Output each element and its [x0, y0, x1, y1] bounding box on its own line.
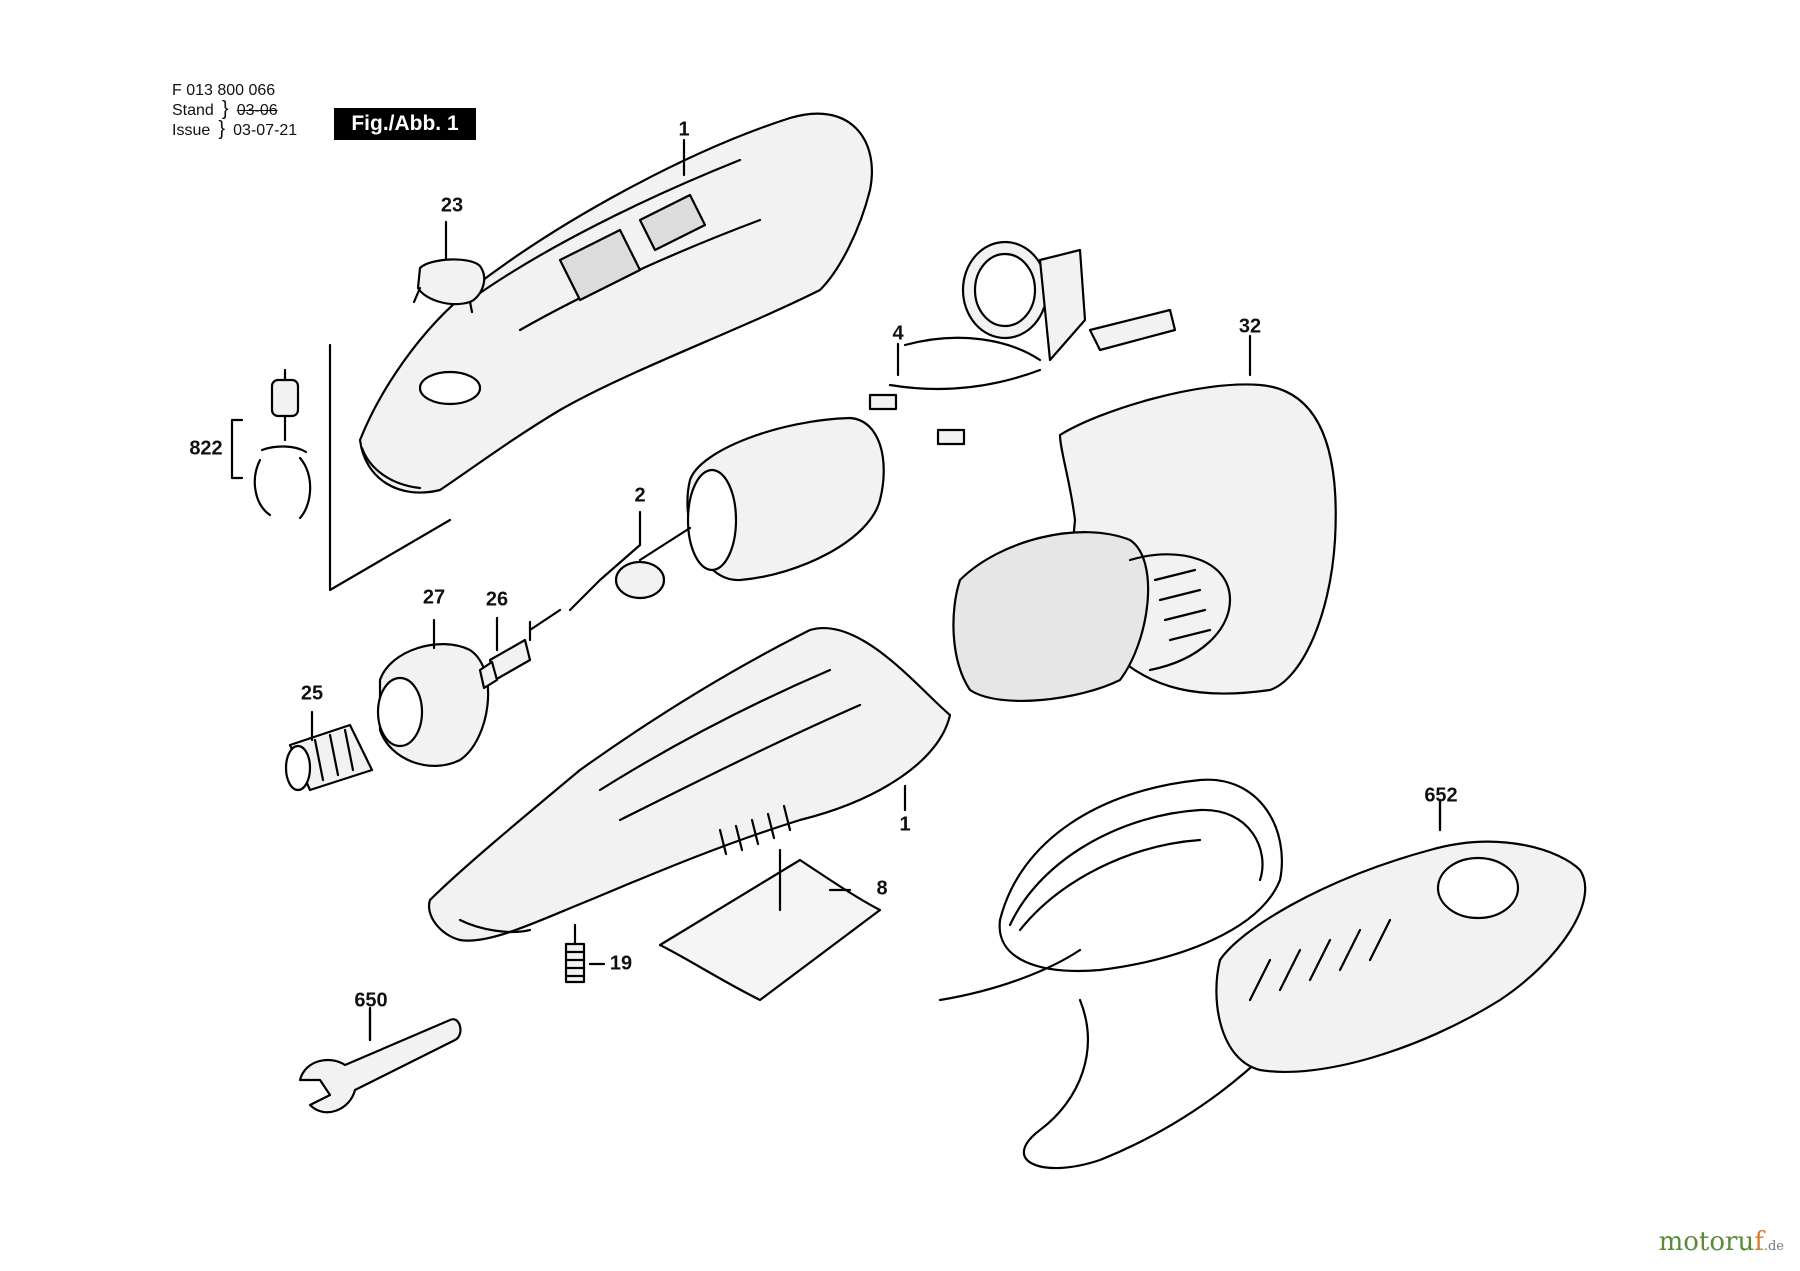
label-charger: 652: [1424, 784, 1458, 807]
stand-row: Stand } 03-06: [172, 98, 297, 120]
lock-set-part: [230, 343, 452, 592]
watermark-logo: motoruf.de: [1658, 1227, 1784, 1257]
label-label-sheet: 8: [876, 877, 888, 900]
lower-housing-part: [427, 627, 952, 942]
label-battery: 32: [1238, 315, 1262, 338]
charger-part: [938, 778, 1587, 1170]
label-sheet-part: [658, 848, 882, 1002]
wrench-part: [298, 1008, 462, 1114]
cap-part: [412, 258, 486, 314]
motor-part: [528, 416, 885, 642]
wiring-switch-part: [868, 240, 1177, 446]
screw-part: [564, 923, 606, 984]
shaft-lock-part: [284, 723, 374, 792]
label-wiring: 4: [892, 322, 904, 345]
label-housing-bottom: 1: [899, 813, 911, 836]
label-housing-top: 1: [678, 118, 690, 141]
label-collet: 26: [485, 588, 509, 611]
stand-label: Stand: [172, 102, 214, 119]
battery-part: [952, 383, 1337, 703]
issue-label: Issue: [172, 122, 211, 139]
collet-part: [478, 638, 532, 690]
label-screw: 19: [609, 952, 633, 975]
label-nut: 27: [422, 586, 446, 609]
stand-value: 03-06: [236, 102, 278, 119]
label-shaft-lock: 25: [300, 682, 324, 705]
label-lock-set: 822: [189, 437, 223, 460]
issue-value: 03-07-21: [233, 122, 298, 139]
label-motor: 2: [634, 484, 646, 507]
brace-icon: }: [221, 98, 229, 120]
label-wrench: 650: [354, 989, 388, 1012]
figure-label: Fig./Abb. 1: [334, 108, 476, 140]
brace-icon: }: [218, 118, 226, 140]
leader-lines: [310, 138, 1442, 1042]
label-cap: 23: [440, 194, 464, 217]
issue-row: Issue } 03-07-21: [172, 118, 298, 140]
upper-housing-part: [358, 112, 873, 494]
part-number: F 013 800 066: [172, 82, 276, 99]
document-header: F 013 800 066 Stand } 03-06 Issue } 03-0…: [172, 82, 297, 140]
nut-part: [376, 643, 490, 767]
